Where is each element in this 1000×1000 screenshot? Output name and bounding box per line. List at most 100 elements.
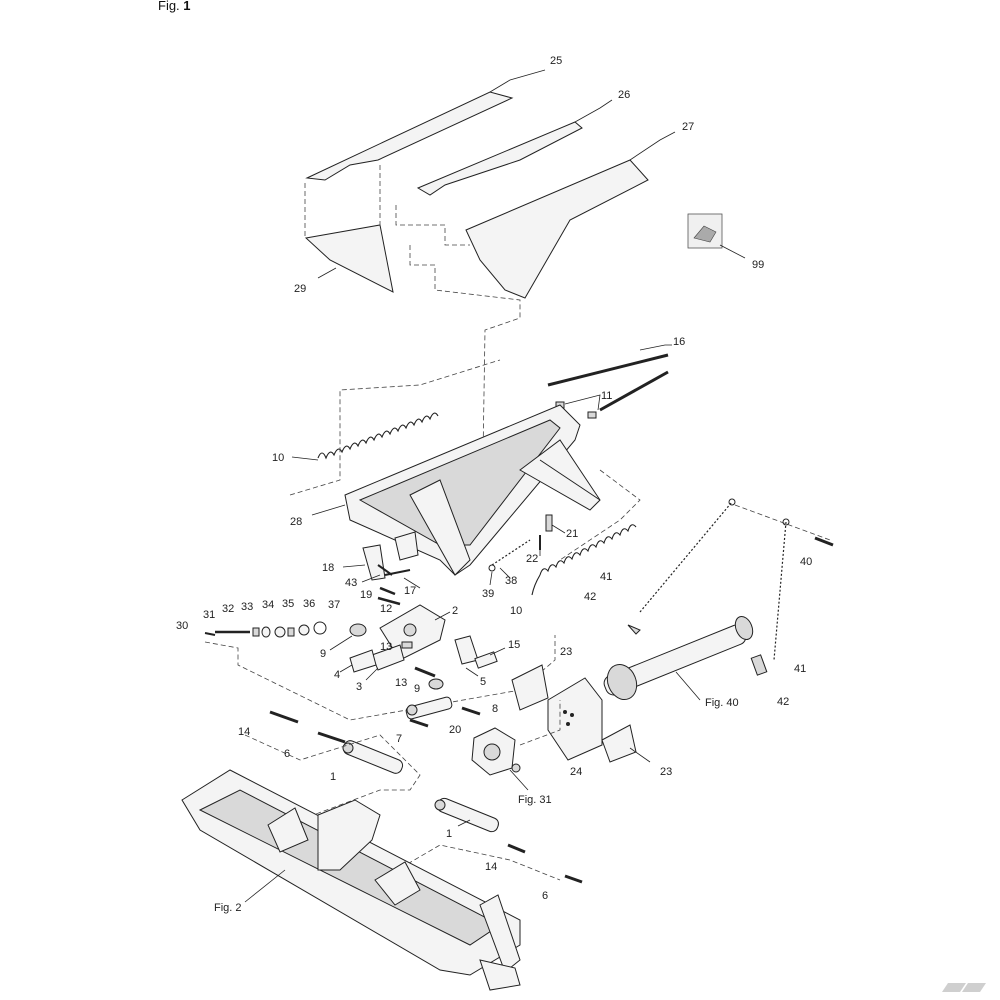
shield-23-upper — [511, 664, 549, 711]
spring-10-right — [531, 524, 637, 596]
callout-99: 99 — [752, 259, 764, 271]
pin-6-upper — [317, 731, 346, 744]
pin-7 — [409, 718, 429, 728]
pin-8 — [461, 706, 481, 716]
bushing-9-upper — [329, 623, 367, 651]
hook-39 — [488, 564, 496, 586]
lever-17 — [384, 569, 421, 589]
callout-35: 35 — [282, 598, 294, 610]
main-frame-28 — [289, 359, 641, 576]
callout-6-upper: 6 — [284, 748, 290, 760]
callout-43: 43 — [345, 577, 357, 589]
callout-14-lower: 14 — [485, 861, 497, 873]
callout-27: 27 — [682, 121, 694, 133]
callout-11: 11 — [601, 390, 612, 402]
callout-34: 34 — [262, 599, 274, 611]
washer-36 — [298, 624, 310, 636]
callout-13-upper: 13 — [380, 641, 392, 653]
spring-34 — [274, 626, 286, 638]
shield-23-lower — [601, 724, 651, 763]
clip-37 — [313, 621, 327, 635]
pin-14-lower — [507, 843, 526, 854]
callout-32: 32 — [222, 603, 234, 615]
callout-labels: 25 26 27 29 99 16 11 10 28 21 22 38 39 1… — [176, 55, 812, 914]
chain-41-left — [639, 498, 736, 613]
callout-fig31: Fig. 31 — [518, 794, 552, 806]
bracket-18 — [342, 544, 386, 581]
pivot-assembly-guides — [204, 635, 556, 721]
callout-5: 5 — [480, 676, 486, 688]
brand-logo-icon — [942, 983, 986, 992]
callout-29: 29 — [294, 283, 306, 295]
guard-panel-26 — [416, 99, 613, 196]
callout-42-right: 42 — [777, 696, 789, 708]
nut-35 — [287, 627, 295, 637]
bracket-42-left — [627, 624, 641, 635]
shim-13-upper — [401, 641, 413, 649]
callout-15: 15 — [508, 639, 520, 651]
callout-1-upper: 1 — [330, 771, 336, 783]
callout-42-left: 42 — [584, 591, 596, 603]
pin-19 — [379, 586, 396, 596]
bolt-30 — [204, 632, 216, 636]
bracket-42-right — [750, 654, 768, 676]
gearbox-fig31 — [471, 700, 561, 791]
panel-assembly-guides — [304, 165, 521, 521]
driveshaft-fig40 — [603, 615, 754, 701]
guard-panel-27 — [465, 131, 676, 299]
bearing-5 — [454, 635, 479, 677]
callout-41-right: 41 — [794, 663, 806, 675]
callout-9-lower: 9 — [414, 683, 420, 695]
pin-6-lower — [564, 874, 583, 884]
callout-36: 36 — [303, 598, 315, 610]
instruction-manual-icon — [687, 213, 746, 259]
plate-4 — [339, 649, 377, 673]
chain-41-right — [773, 518, 790, 661]
callout-14-upper: 14 — [238, 726, 250, 738]
callout-33: 33 — [241, 601, 253, 613]
chassis-frame-fig2 — [181, 769, 521, 991]
callout-10-lower: 10 — [510, 605, 522, 617]
callout-25: 25 — [550, 55, 562, 67]
callout-2: 2 — [452, 605, 458, 617]
callout-6-lower: 6 — [542, 890, 548, 902]
shield-24 — [547, 677, 603, 761]
cylinder-20 — [405, 696, 453, 720]
bracket-plate-top — [394, 531, 419, 561]
callout-fig40: Fig. 40 — [705, 697, 739, 709]
pin-12 — [377, 596, 401, 606]
pin-14-upper — [269, 710, 299, 724]
callout-28: 28 — [290, 516, 302, 528]
callout-16: 16 — [673, 336, 685, 348]
callout-7: 7 — [396, 733, 402, 745]
callout-23-upper: 23 — [560, 646, 572, 658]
nut-32 — [252, 627, 260, 637]
pin-13-lower — [414, 666, 436, 678]
callout-31: 31 — [203, 609, 215, 621]
callout-13-lower: 13 — [395, 677, 407, 689]
callout-23-lower: 23 — [660, 766, 672, 778]
callout-37: 37 — [328, 599, 340, 611]
bushing-9-lower — [428, 678, 444, 690]
callout-18: 18 — [322, 562, 334, 574]
callout-19: 19 — [360, 589, 372, 601]
figure-title: Fig. 1 — [158, 0, 191, 13]
callout-17: 17 — [404, 585, 416, 597]
callout-12: 12 — [380, 603, 392, 615]
bracket-21 — [545, 514, 566, 534]
callout-fig2: Fig. 2 — [214, 902, 242, 914]
callout-10-upper: 10 — [272, 452, 284, 464]
callout-30: 30 — [176, 620, 188, 632]
pin-15 — [474, 647, 506, 669]
callout-9-upper: 9 — [320, 648, 326, 660]
figure-prefix: Fig. — [158, 0, 184, 13]
chain-38 — [491, 539, 531, 579]
rods-16 — [547, 344, 672, 412]
figure-number: 1 — [183, 0, 191, 13]
callout-41-left: 41 — [600, 571, 612, 583]
callout-3: 3 — [356, 681, 362, 693]
pin-40 — [734, 504, 834, 547]
guard-panel-29 — [304, 224, 394, 293]
callout-20: 20 — [449, 724, 461, 736]
